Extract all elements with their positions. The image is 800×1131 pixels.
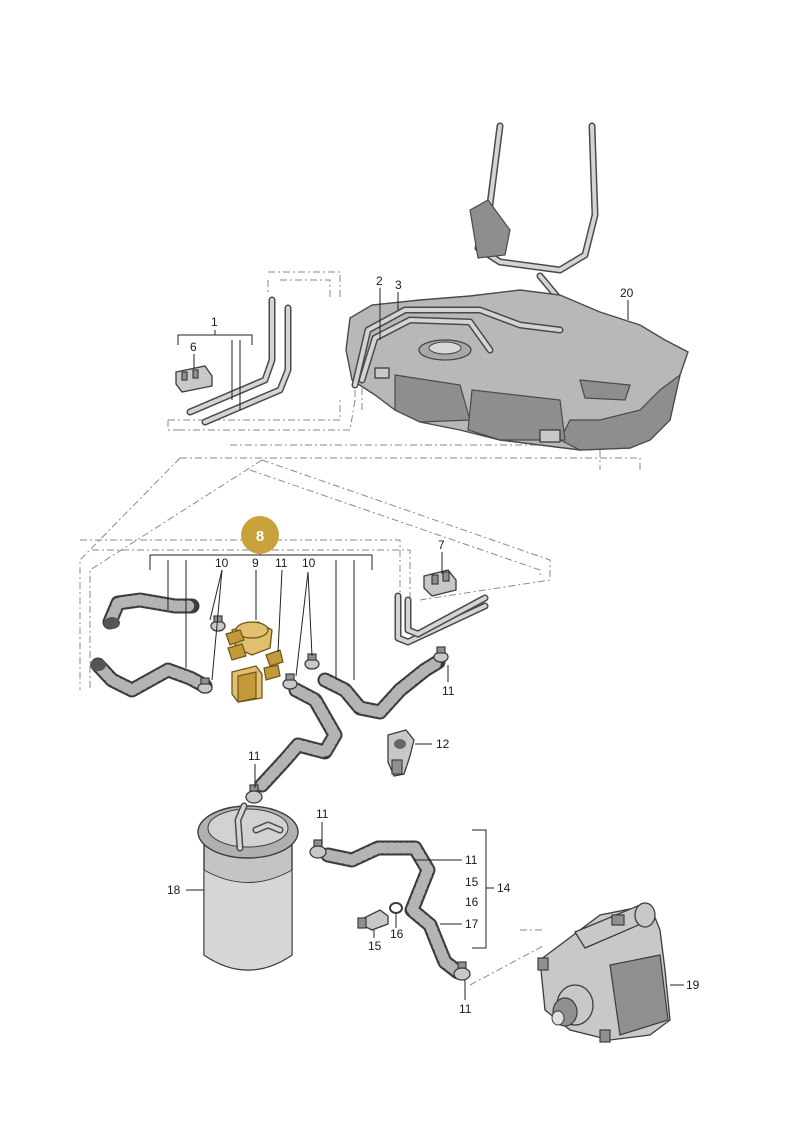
callout-7[interactable]: 7 [438,538,445,552]
bracket-part-12[interactable] [387,729,415,777]
fuel-pipes-lower[interactable] [394,592,489,646]
hose-filter-to-pump[interactable] [320,840,466,980]
high-pressure-pump-part-19[interactable] [537,902,671,1043]
callout-11-pump[interactable]: 11 [459,1002,472,1016]
fuel-pipes-part-1[interactable] [186,296,292,426]
hose-clamps [197,615,471,981]
pipe-clip-part-6[interactable] [175,365,213,393]
callout-8-badge[interactable]: 8 [241,516,279,554]
callout-3[interactable]: 3 [395,278,402,292]
callout-8[interactable]: 8 [256,528,264,545]
callout-18[interactable]: 18 [167,883,181,897]
pipe-clip-part-7[interactable] [423,569,457,597]
hose-center[interactable] [254,682,343,793]
callout-10-right[interactable]: 10 [302,556,316,570]
callout-16[interactable]: 16 [390,927,404,941]
hose-clamp[interactable] [453,961,471,981]
callout-15[interactable]: 15 [368,939,382,953]
callout-labels: 1 6 2 3 20 7 8 10 9 11 10 11 12 11 11 11… [167,274,700,1016]
assembly-guide-lines [79,271,641,986]
callout-11-filter[interactable]: 11 [248,749,261,763]
callout-9[interactable]: 9 [252,556,259,570]
hose-clamp[interactable] [245,784,263,804]
hose-clamp[interactable] [197,677,213,694]
callout-14[interactable]: 14 [497,881,511,895]
callout-20[interactable]: 20 [620,286,634,300]
hose-clamp[interactable] [309,839,327,859]
o-ring-part-16[interactable] [389,902,403,914]
callout-2[interactable]: 2 [376,274,383,288]
fuel-tank[interactable] [345,289,689,451]
highlighted-valve-part-8[interactable] [225,621,284,703]
callout-19[interactable]: 19 [686,978,700,992]
callout-1[interactable]: 1 [211,315,218,329]
hose-upper-left[interactable] [102,592,200,630]
hose-clamp[interactable] [433,646,449,663]
hose-clamp[interactable] [282,673,298,690]
callout-15-list[interactable]: 15 [465,875,479,889]
leader-lines [149,288,684,1000]
hose-lower-left[interactable] [90,657,213,698]
callout-16-list[interactable]: 16 [465,895,479,909]
callout-11-hose[interactable]: 11 [442,684,455,698]
callout-10-left[interactable]: 10 [215,556,229,570]
callout-6[interactable]: 6 [190,340,197,354]
callout-11-outlet[interactable]: 11 [316,807,329,821]
hose-clamp[interactable] [304,653,320,670]
callout-17[interactable]: 17 [465,917,479,931]
callout-12[interactable]: 12 [436,737,450,751]
callout-11-top[interactable]: 11 [275,556,288,570]
connector-part-15[interactable] [357,909,389,931]
fuel-filter-part-18[interactable] [197,802,299,971]
callout-11-list[interactable]: 11 [465,853,478,867]
hose-right[interactable] [317,654,446,720]
